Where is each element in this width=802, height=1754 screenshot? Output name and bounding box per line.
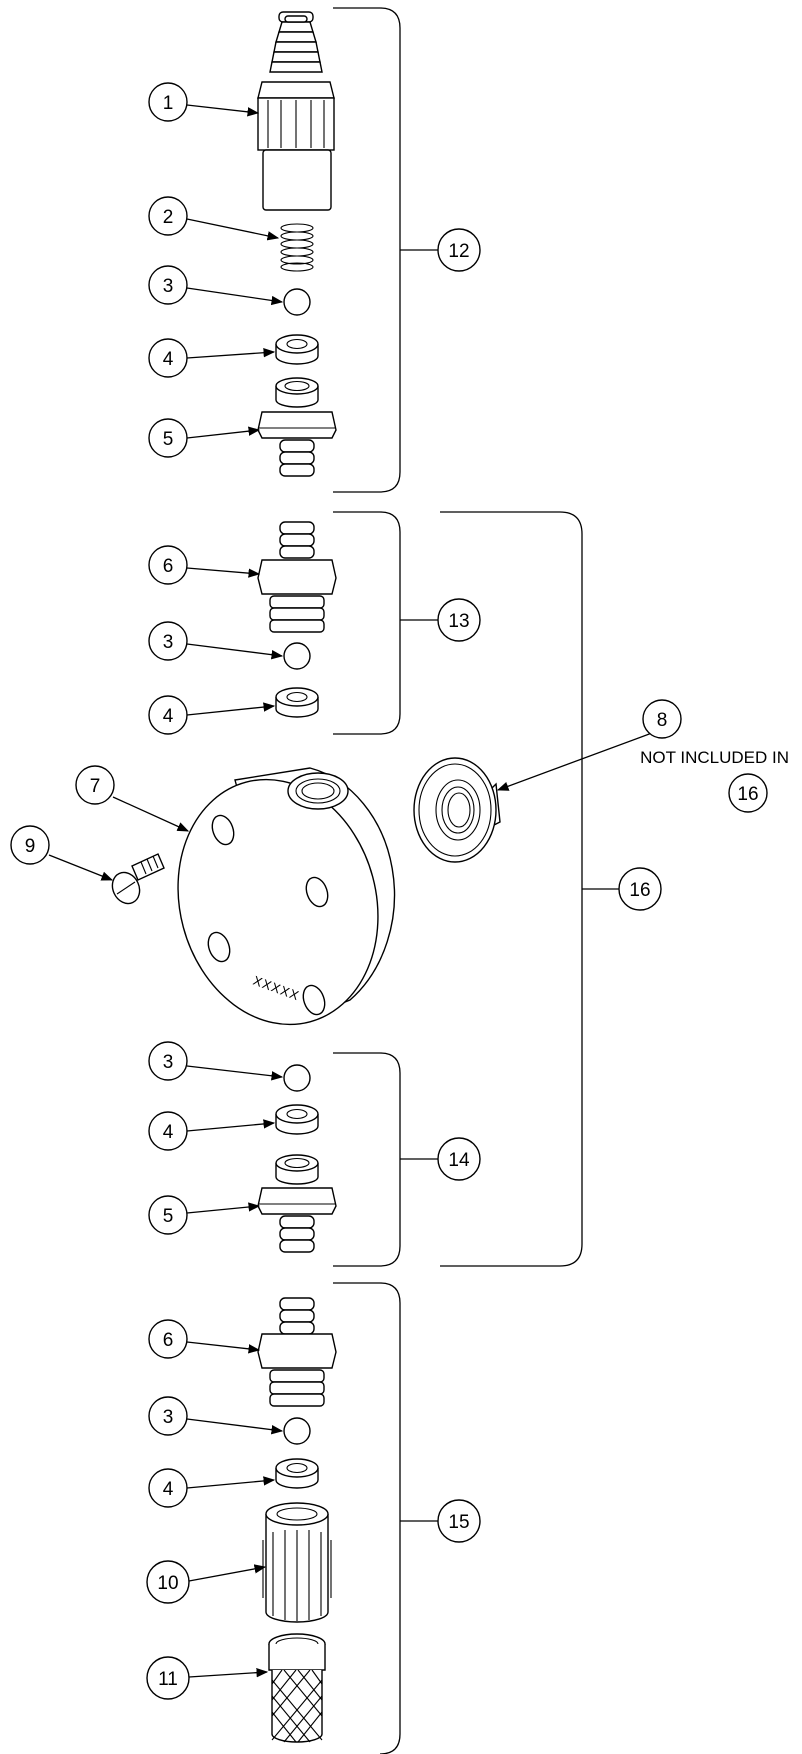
- callout-9-label: 9: [25, 836, 36, 857]
- callout-8: 8: [642, 699, 682, 739]
- callout-16: 16: [618, 867, 662, 911]
- bracket-14: [333, 1052, 438, 1267]
- callout-11: 11: [146, 1656, 190, 1700]
- part-3-ball-b: [283, 642, 311, 670]
- callout-5a: 5: [148, 418, 188, 458]
- part-5-fitting-b: [257, 1154, 337, 1253]
- callout-2-label: 2: [163, 207, 174, 228]
- callout-5b-label: 5: [163, 1206, 174, 1227]
- callout-5b: 5: [148, 1195, 188, 1235]
- part-3-ball-a: [283, 288, 311, 316]
- part-9-screw: [111, 853, 165, 905]
- callout-12-label: 12: [448, 241, 469, 262]
- callout-9: 9: [10, 825, 50, 865]
- callout-14-label: 14: [448, 1150, 470, 1171]
- part-4-seat-c: [275, 1104, 319, 1135]
- callout-4c-label: 4: [163, 1122, 174, 1143]
- part-10-nut: [262, 1502, 332, 1623]
- part-4-seat-a: [275, 334, 319, 365]
- bracket-16: [440, 511, 620, 1267]
- part-2-spring: [280, 223, 314, 272]
- callout-7-label: 7: [90, 776, 101, 797]
- callout-16-note-label: 16: [737, 784, 758, 805]
- part-4-seat-d: [275, 1458, 319, 1489]
- part-8-diaphragm: [413, 757, 501, 863]
- callout-15-label: 15: [448, 1512, 469, 1533]
- callout-3d-label: 3: [163, 1407, 174, 1428]
- bracket-15: [333, 1282, 438, 1754]
- bracket-12: [333, 7, 438, 493]
- callout-16-label: 16: [629, 880, 650, 901]
- part-5-fitting-a: [257, 377, 337, 477]
- callout-10-label: 10: [157, 1573, 178, 1594]
- callout-14: 14: [437, 1137, 481, 1181]
- callout-3a: 3: [148, 265, 188, 305]
- callout-4d: 4: [148, 1468, 188, 1508]
- callout-8-label: 8: [657, 710, 668, 731]
- callout-4d-label: 4: [163, 1479, 174, 1500]
- callout-13-label: 13: [448, 611, 469, 632]
- part-3-ball-c: [283, 1064, 311, 1092]
- part-11-strainer: [268, 1633, 326, 1743]
- callout-4a-label: 4: [163, 349, 174, 370]
- callout-2: 2: [148, 196, 188, 236]
- callout-4a: 4: [148, 338, 188, 378]
- callout-1-label: 1: [163, 93, 174, 114]
- callout-5a-label: 5: [163, 429, 174, 450]
- bracket-13: [333, 511, 438, 735]
- callout-16-note: 16: [728, 773, 768, 813]
- callout-3b: 3: [148, 621, 188, 661]
- leader-lines: [48, 104, 661, 1678]
- not-included-note: NOT INCLUDED IN: [640, 748, 789, 767]
- callout-3c-label: 3: [163, 1052, 174, 1073]
- callout-4b: 4: [148, 695, 188, 735]
- part-6-fitting-b: [257, 1297, 337, 1407]
- callout-3c: 3: [148, 1041, 188, 1081]
- callout-4c: 4: [148, 1111, 188, 1151]
- part-6-fitting-a: [257, 521, 337, 633]
- part-7-pump-head: XXXXX: [177, 767, 396, 1026]
- callout-15: 15: [437, 1499, 481, 1543]
- part-3-ball-d: [283, 1417, 311, 1445]
- callout-6b-label: 6: [163, 1330, 174, 1351]
- callout-12: 12: [437, 228, 481, 272]
- callout-6a: 6: [148, 545, 188, 585]
- callout-4b-label: 4: [163, 706, 174, 727]
- callout-7: 7: [75, 765, 115, 805]
- callout-3d: 3: [148, 1396, 188, 1436]
- callout-3b-label: 3: [163, 632, 174, 653]
- part-4-seat-b: [275, 687, 319, 718]
- callout-11-label: 11: [158, 1669, 178, 1690]
- callout-13: 13: [437, 598, 481, 642]
- callout-10: 10: [146, 1560, 190, 1604]
- callout-6a-label: 6: [163, 556, 174, 577]
- callout-1: 1: [148, 82, 188, 122]
- callout-3a-label: 3: [163, 276, 174, 297]
- part-1-housing: [257, 11, 335, 211]
- callout-6b: 6: [148, 1319, 188, 1359]
